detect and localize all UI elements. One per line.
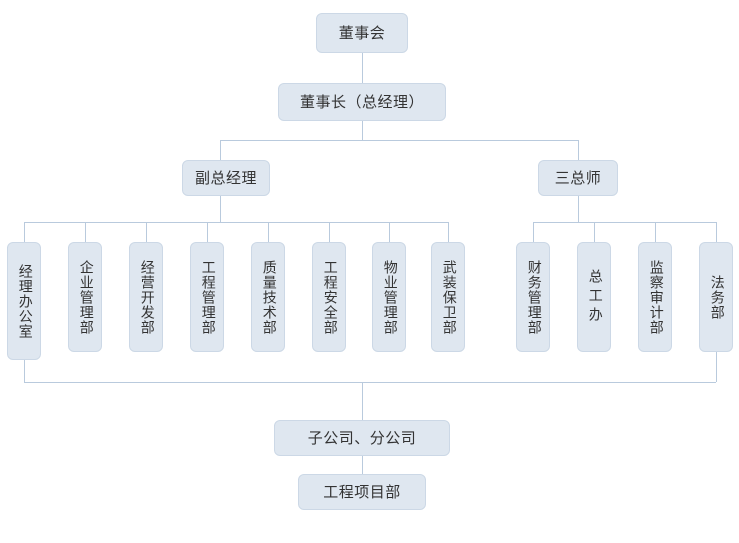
node-deputy-general-manager[interactable]: 副总经理 <box>182 160 270 196</box>
node-label: 工程安全部 <box>321 259 338 335</box>
connector-bottom-collector-bus <box>24 382 716 383</box>
connector-left-departments-bus <box>24 222 448 223</box>
node-dept-armed-security[interactable]: 武装保卫部 <box>431 242 465 352</box>
connector-drop-dept-l3 <box>146 222 147 242</box>
node-dept-finance-management[interactable]: 财务管理部 <box>516 242 550 352</box>
connector-drop-dept-r2 <box>594 222 595 242</box>
node-label: 武装保卫部 <box>440 259 457 335</box>
connector-to-deputy-gm <box>220 140 221 160</box>
node-dept-legal-affairs[interactable]: 法务部 <box>699 242 733 352</box>
connector-drop-dept-r3 <box>655 222 656 242</box>
connector-chairman-drop <box>362 121 363 140</box>
node-dept-engineering-safety[interactable]: 工程安全部 <box>312 242 346 352</box>
connector-to-chief-engineers <box>578 140 579 160</box>
connector-drop-dept-l5 <box>268 222 269 242</box>
node-label: 质量技术部 <box>260 259 277 335</box>
connector-right-departments-bus <box>533 222 716 223</box>
connector-drop-dept-l8 <box>448 222 449 242</box>
node-label: 三总师 <box>554 168 602 187</box>
node-label: 财务管理部 <box>525 259 542 335</box>
node-label: 监察审计部 <box>647 259 664 335</box>
connector-drop-dept-l6 <box>329 222 330 242</box>
node-label: 子公司、分公司 <box>307 428 417 447</box>
connector-bottom-left-riser <box>24 360 25 382</box>
connector-drop-dept-l1 <box>24 222 25 242</box>
node-label: 法务部 <box>708 274 725 320</box>
connector-subsidiaries-to-projects <box>362 456 363 474</box>
node-label: 董事长（总经理） <box>299 92 424 111</box>
connector-board-to-chairman <box>362 53 363 83</box>
node-dept-engineering-management[interactable]: 工程管理部 <box>190 242 224 352</box>
node-dept-business-development[interactable]: 经营开发部 <box>129 242 163 352</box>
node-dept-enterprise-management[interactable]: 企业管理部 <box>68 242 102 352</box>
node-dept-managers-office[interactable]: 经理办公室 <box>7 242 41 360</box>
node-label: 总工办 <box>586 268 603 326</box>
node-subsidiaries-branches[interactable]: 子公司、分公司 <box>274 420 450 456</box>
connector-deputies-bus <box>220 140 578 141</box>
connector-drop-dept-r1 <box>533 222 534 242</box>
node-label: 工程项目部 <box>323 482 401 501</box>
connector-drop-dept-l4 <box>207 222 208 242</box>
node-label: 物业管理部 <box>381 259 398 335</box>
node-label: 企业管理部 <box>77 259 94 335</box>
node-label: 工程管理部 <box>199 259 216 335</box>
node-label: 经营开发部 <box>138 259 155 335</box>
node-label: 副总经理 <box>194 168 257 187</box>
connector-chief-engineers-drop <box>578 196 579 222</box>
node-dept-chief-engineer-office[interactable]: 总工办 <box>577 242 611 352</box>
connector-bottom-to-subsidiaries <box>362 382 363 420</box>
connector-drop-dept-r4 <box>716 222 717 242</box>
node-chairman-general-manager[interactable]: 董事长（总经理） <box>278 83 446 121</box>
node-label: 董事会 <box>338 23 386 42</box>
node-dept-quality-technology[interactable]: 质量技术部 <box>251 242 285 352</box>
node-board-of-directors[interactable]: 董事会 <box>316 13 408 53</box>
node-three-chief-engineers[interactable]: 三总师 <box>538 160 618 196</box>
node-dept-property-management[interactable]: 物业管理部 <box>372 242 406 352</box>
node-engineering-project-dept[interactable]: 工程项目部 <box>298 474 426 510</box>
connector-deputy-gm-drop <box>220 196 221 222</box>
connector-drop-dept-l7 <box>389 222 390 242</box>
node-label: 经理办公室 <box>16 263 33 339</box>
connector-bottom-right-riser <box>716 352 717 382</box>
node-dept-supervision-audit[interactable]: 监察审计部 <box>638 242 672 352</box>
connector-drop-dept-l2 <box>85 222 86 242</box>
